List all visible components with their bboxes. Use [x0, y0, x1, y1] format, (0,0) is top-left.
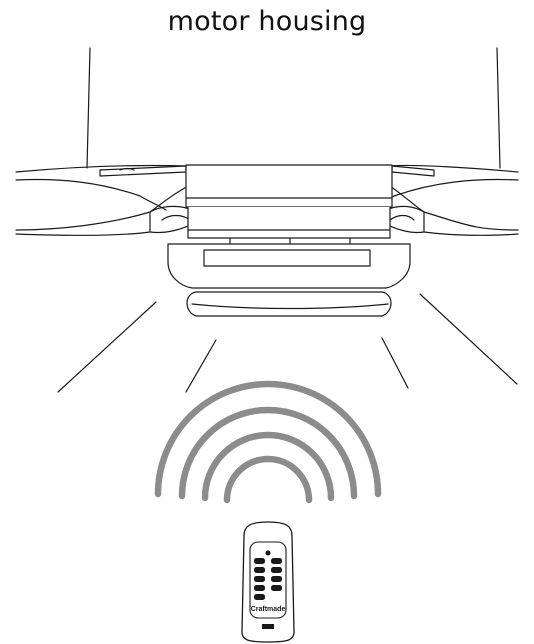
right-fan-blade: [375, 164, 519, 236]
right-support-wire: [496, 47, 501, 169]
signal-line-left-inner: [185, 339, 217, 393]
left-support-wire: [86, 47, 91, 169]
signal-line-left-outer: [57, 301, 157, 393]
signal-line-right-outer: [419, 293, 518, 385]
left-fan-blade: [15, 164, 197, 236]
signal-wave-2: [178, 406, 358, 500]
remote-button: [254, 558, 265, 564]
signal-line-right-inner: [381, 337, 409, 389]
remote-control: Craftmade: [241, 521, 295, 643]
signal-wave-3: [201, 431, 335, 502]
remote-button: [254, 594, 265, 600]
signal-wave-1: [154, 380, 382, 498]
motor-housing: [185, 164, 393, 244]
remote-button: [271, 567, 282, 573]
light-kit-housing: [167, 243, 411, 289]
remote-button: [271, 585, 282, 591]
remote-button: [254, 576, 265, 582]
remote-button: [254, 567, 265, 573]
battery-cover-icon: [262, 624, 274, 629]
remote-button: [254, 585, 265, 591]
diagram-title: motor housing: [167, 6, 367, 37]
light-glass: [186, 291, 392, 317]
remote-brand-label: Craftmade: [251, 606, 286, 613]
power-indicator-icon: [265, 550, 271, 556]
remote-button: [271, 576, 282, 582]
remote-button: [271, 558, 282, 564]
signal-wave-4: [223, 455, 313, 504]
